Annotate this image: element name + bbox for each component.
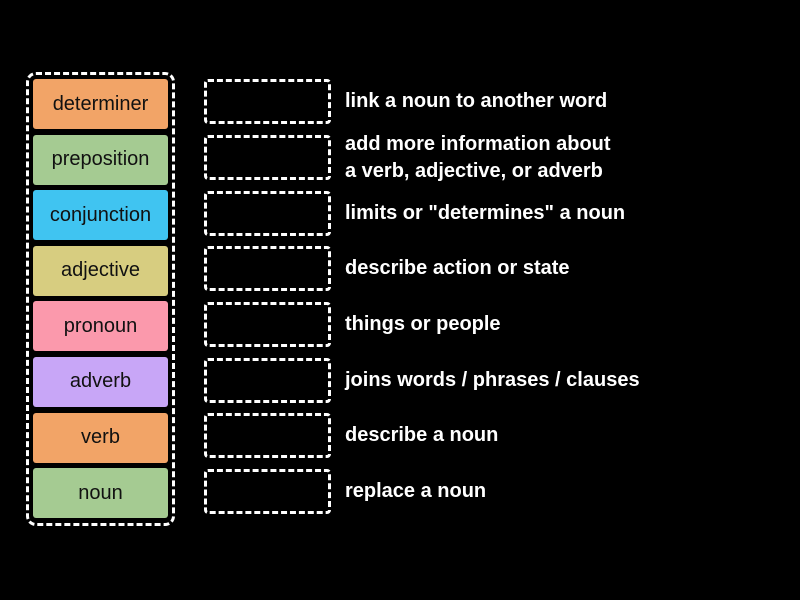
- keyword-tile-conjunction[interactable]: conjunction: [33, 190, 168, 241]
- definition-text: describe action or state: [345, 257, 570, 280]
- drop-slot-5[interactable]: [204, 302, 331, 348]
- match-row: describe action or state: [204, 241, 640, 297]
- keyword-tile-adjective[interactable]: adjective: [33, 245, 168, 296]
- match-row: things or people: [204, 297, 640, 353]
- drop-slot-1[interactable]: [204, 79, 331, 125]
- drop-slot-2[interactable]: [204, 135, 331, 181]
- definition-text: describe a noun: [345, 424, 499, 447]
- match-row: limits or "determines" a noun: [204, 185, 640, 241]
- definition-text: joins words / phrases / clauses: [345, 368, 640, 391]
- definition-text: link a noun to another word: [345, 90, 608, 113]
- keyword-tile-verb[interactable]: verb: [33, 412, 168, 463]
- definition-text: replace a noun: [345, 480, 487, 503]
- drop-slot-6[interactable]: [204, 357, 331, 403]
- drop-slot-7[interactable]: [204, 413, 331, 459]
- match-row: describe a noun: [204, 408, 640, 464]
- drop-slot-8[interactable]: [204, 469, 331, 515]
- definition-rows: link a noun to another word add more inf…: [204, 74, 640, 520]
- keyword-tile-preposition[interactable]: preposition: [33, 134, 168, 185]
- match-row: joins words / phrases / clauses: [204, 352, 640, 408]
- keyword-tray: determiner preposition conjunction adjec…: [26, 72, 175, 526]
- drop-slot-3[interactable]: [204, 190, 331, 236]
- match-row: replace a noun: [204, 464, 640, 520]
- keyword-tile-adverb[interactable]: adverb: [33, 356, 168, 407]
- drop-slot-4[interactable]: [204, 246, 331, 292]
- definition-text: add more information about a verb, adjec…: [345, 132, 611, 182]
- definition-text: things or people: [345, 313, 501, 336]
- definition-text: limits or "determines" a noun: [345, 201, 626, 224]
- keyword-tile-noun[interactable]: noun: [33, 468, 168, 519]
- keyword-tile-pronoun[interactable]: pronoun: [33, 301, 168, 352]
- keyword-tile-determiner[interactable]: determiner: [33, 79, 168, 129]
- match-row: add more information about a verb, adjec…: [204, 130, 640, 186]
- match-row: link a noun to another word: [204, 74, 640, 130]
